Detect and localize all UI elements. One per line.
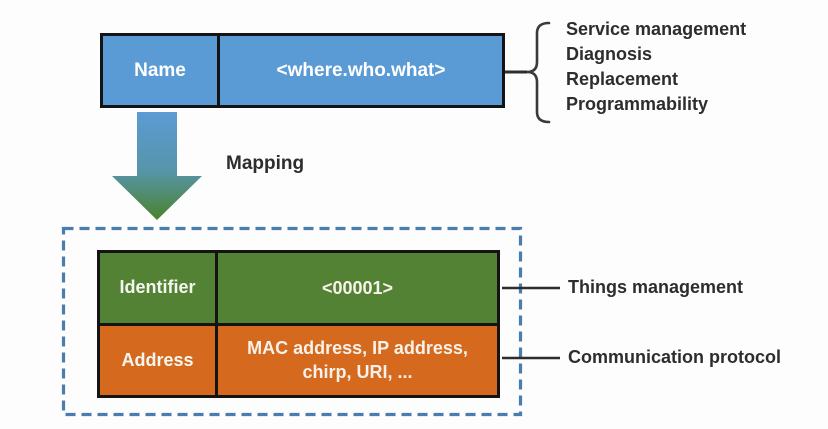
name-functions-list: Service management Diagnosis Replacement…: [566, 17, 746, 117]
curly-brace: [526, 21, 551, 124]
name-box-value: <where.who.what>: [276, 59, 446, 81]
address-value: MAC address, IP address, chirp, URI, ...: [247, 338, 468, 383]
name-box-label: Name: [103, 36, 220, 105]
list-item: Programmability: [566, 94, 709, 114]
dashed-boundary-box: [61, 226, 523, 417]
table-row-address: Address MAC address, IP address, chirp, …: [100, 325, 497, 395]
mapping-arrow-icon: [112, 112, 202, 220]
identifier-label: Identifier: [100, 253, 218, 323]
table-row-identifier: Identifier <00001>: [100, 253, 497, 326]
mapping-label: Mapping: [226, 153, 305, 174]
name-box: Name <where.who.what>: [100, 33, 505, 108]
communication-protocol-label: Communication protocol: [568, 347, 781, 367]
list-item: Diagnosis: [566, 44, 653, 64]
address-label: Address: [100, 325, 218, 395]
identifier-value: <00001>: [321, 277, 394, 298]
list-item: Service management: [566, 19, 747, 39]
list-item: Replacement: [566, 69, 679, 89]
things-management-label: Things management: [568, 277, 744, 297]
identifier-address-table: Identifier <00001> Address MAC address, …: [97, 250, 500, 398]
